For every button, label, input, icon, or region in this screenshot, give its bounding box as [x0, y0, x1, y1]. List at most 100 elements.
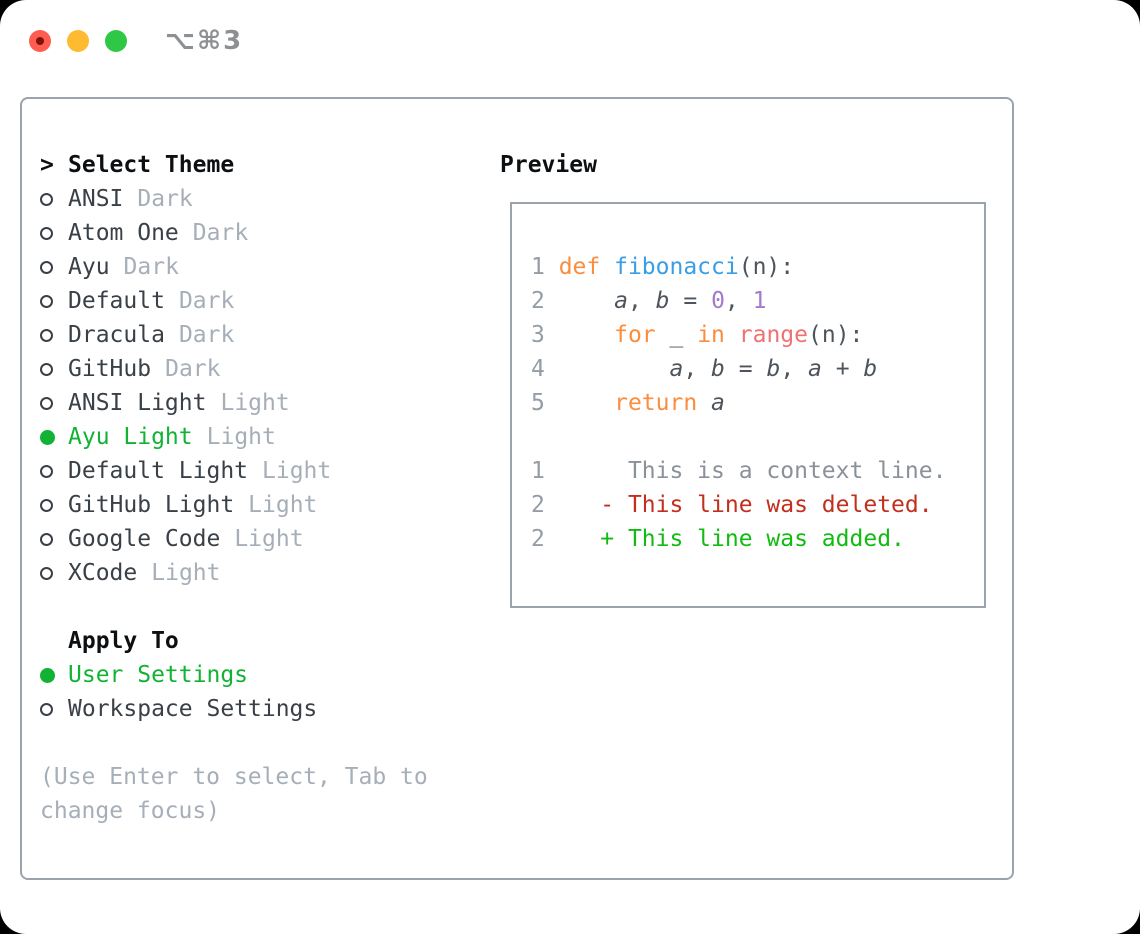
code-line: 4 a, b = b, a + b — [531, 352, 984, 386]
code-segment: fibonacci — [614, 254, 739, 280]
theme-option[interactable]: Default Dark — [40, 284, 490, 318]
theme-option-label: Default — [68, 288, 165, 314]
code-segment — [559, 322, 614, 348]
theme-option[interactable]: GitHub Dark — [40, 352, 490, 386]
code-segment: 3 — [531, 322, 559, 348]
code-segment: b — [655, 288, 670, 314]
radio-cell — [40, 226, 68, 240]
apply-option[interactable]: Workspace Settings — [40, 692, 490, 726]
theme-variant-tag: Light — [206, 424, 276, 450]
theme-option-label: Default Light — [68, 458, 249, 484]
prompt-arrow-icon: > — [40, 152, 54, 178]
theme-variant-tag: Light — [234, 526, 304, 552]
radio-unselected-icon — [40, 260, 53, 274]
code-segment: (n): — [808, 322, 864, 348]
theme-variant-tag: Light — [248, 492, 318, 518]
radio-unselected-icon — [40, 464, 53, 478]
theme-variant-tag: Dark — [178, 322, 235, 348]
code-segment — [697, 390, 711, 416]
diff-line: 2 + This line was added. — [531, 522, 984, 556]
theme-option-label: Google Code — [68, 526, 221, 552]
code-segment: + This line was added. — [600, 526, 905, 552]
theme-option[interactable]: Ayu Light Light — [40, 420, 490, 454]
code-segment: a — [808, 356, 822, 382]
theme-option-label: GitHub Light — [68, 492, 235, 518]
radio-unselected-icon — [40, 396, 53, 410]
radio-unselected-icon — [40, 192, 53, 206]
preview-header: Preview — [500, 148, 597, 182]
theme-variant-tag: Dark — [192, 220, 249, 246]
code-segment: - This line was deleted. — [600, 492, 933, 518]
blank-line — [531, 420, 984, 454]
maximize-button[interactable] — [105, 30, 127, 52]
code-segment: = — [669, 288, 712, 314]
code-segment: 1 — [531, 254, 559, 280]
radio-cell — [40, 464, 68, 478]
keyboard-shortcut-label: ⌥⌘3 — [165, 26, 244, 56]
theme-variant-tag: Dark — [165, 356, 221, 382]
radio-cell — [40, 362, 68, 376]
code-segment: 2 — [531, 288, 559, 314]
code-segment: a — [669, 356, 684, 382]
apply-option[interactable]: User Settings — [40, 658, 490, 692]
radio-unselected-icon — [40, 566, 53, 580]
apply-option-label: User Settings — [68, 662, 249, 688]
code-segment: 2 — [531, 526, 545, 552]
theme-variant-tag: Light — [262, 458, 332, 484]
radio-cell — [40, 566, 68, 580]
spacer — [40, 726, 490, 760]
theme-variant-tag: Dark — [178, 288, 235, 314]
code-segment: 4 — [531, 356, 559, 382]
hint-text-line-2: change focus) — [40, 798, 221, 824]
theme-option-label: Ayu — [68, 254, 110, 280]
code-line: 1 def fibonacci(n): — [531, 250, 984, 284]
radio-cell — [40, 498, 68, 512]
code-segment — [545, 526, 600, 552]
radio-cell — [40, 294, 68, 308]
code-segment: , — [627, 288, 656, 314]
theme-option-label: GitHub — [68, 356, 152, 382]
code-segment: range — [738, 322, 808, 348]
theme-option[interactable]: Default Light Light — [40, 454, 490, 488]
radio-selected-icon — [40, 667, 55, 683]
radio-cell — [40, 396, 68, 410]
theme-variant-tag: Light — [220, 390, 290, 416]
code-segment — [725, 322, 739, 348]
code-segment: + — [821, 356, 864, 382]
code-segment — [545, 492, 600, 518]
radio-cell — [40, 532, 68, 546]
theme-option[interactable]: ANSI Light Light — [40, 386, 490, 420]
theme-option-label: XCode — [68, 560, 138, 586]
diff-line: 1 This is a context line. — [531, 454, 984, 488]
code-segment: a — [711, 390, 725, 416]
code-segment: 1 — [531, 458, 545, 484]
code-segment: , — [780, 356, 809, 382]
theme-option-label: Dracula — [68, 322, 165, 348]
close-button[interactable] — [29, 30, 51, 52]
radio-unselected-icon — [40, 226, 53, 240]
theme-option-label: Ayu Light — [68, 424, 193, 450]
radio-unselected-icon — [40, 532, 53, 546]
theme-option[interactable]: Google Code Light — [40, 522, 490, 556]
radio-cell — [40, 429, 68, 445]
theme-option-label: ANSI Light — [68, 390, 207, 416]
theme-option[interactable]: GitHub Light Light — [40, 488, 490, 522]
theme-option[interactable]: Dracula Dark — [40, 318, 490, 352]
minimize-button[interactable] — [67, 30, 89, 52]
code-segment: b — [766, 356, 781, 382]
apply-option-label: Workspace Settings — [68, 696, 318, 722]
code-segment — [559, 390, 614, 416]
radio-unselected-icon — [40, 362, 53, 376]
code-segment: in — [697, 322, 725, 348]
code-segment: b — [711, 356, 725, 382]
theme-variant-tag: Dark — [137, 186, 193, 212]
